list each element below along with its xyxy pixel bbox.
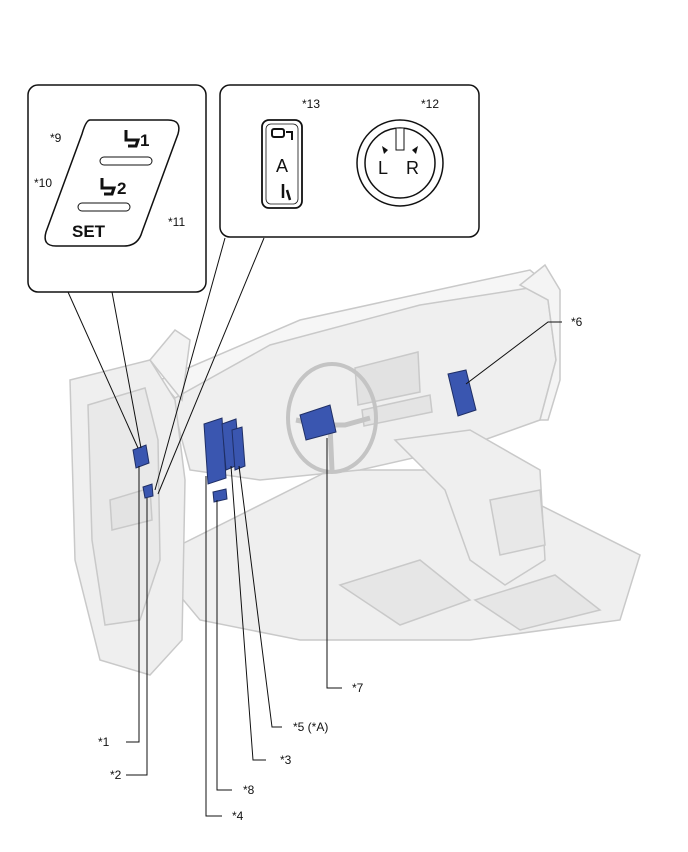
- callout-5: *5 (*A): [293, 720, 328, 734]
- callout-8: *8: [243, 783, 255, 797]
- memory-divider-2: [77, 202, 131, 212]
- callout-labels: *1 *2 *3 *4 *5 (*A) *6 *7 *8 *9 *10 *11 …: [34, 97, 583, 823]
- callout-9: *9: [50, 131, 62, 145]
- right-arrow-icon: [412, 146, 418, 154]
- left-arrow-icon: [382, 146, 388, 154]
- ecu-module-large: [203, 417, 227, 485]
- mode-switch-body: [261, 119, 303, 209]
- seat-icon: [281, 184, 292, 201]
- memory-button-1-label: 1: [140, 131, 149, 150]
- mode-switch-label: A: [276, 156, 288, 176]
- memory-button-2-label: 2: [117, 179, 126, 198]
- seat-icon: [124, 130, 141, 148]
- small-sensor-part: [212, 488, 228, 503]
- memory-set-button-label: SET: [72, 222, 106, 241]
- vehicle-interior-illustration: [69, 263, 641, 676]
- door-switch-part: [142, 483, 154, 499]
- memory-switch-body: [44, 119, 180, 247]
- callout-11: *11: [168, 215, 185, 229]
- callout-13: *13: [302, 97, 320, 111]
- memory-switch-part: [132, 444, 150, 469]
- callout-12: *12: [421, 97, 439, 111]
- callout-1: *1: [98, 735, 110, 749]
- highlighted-components: [132, 369, 477, 503]
- ecu-module-rear: [231, 426, 246, 471]
- memory-button-1: 1: [124, 130, 149, 150]
- memory-button-2: 2: [100, 178, 126, 198]
- callout-7: *7: [352, 681, 364, 695]
- callout-10: *10: [34, 176, 52, 190]
- callout-4: *4: [232, 809, 244, 823]
- seat-icon: [100, 178, 117, 196]
- memory-divider-1: [99, 156, 153, 166]
- right-side-module: [447, 369, 477, 417]
- steering-module-part: [299, 404, 337, 441]
- inset-memory-switch: 1 2 SET: [27, 84, 207, 293]
- seat-icon: [271, 128, 293, 140]
- callout-2: *2: [110, 768, 122, 782]
- inset-seat-mirror-switches: A L R: [219, 84, 480, 238]
- callout-6: *6: [571, 315, 583, 329]
- mirror-knob-indicator: [395, 127, 405, 151]
- mirror-right-label: R: [406, 158, 419, 178]
- mirror-left-label: L: [378, 158, 388, 178]
- callout-3: *3: [280, 753, 292, 767]
